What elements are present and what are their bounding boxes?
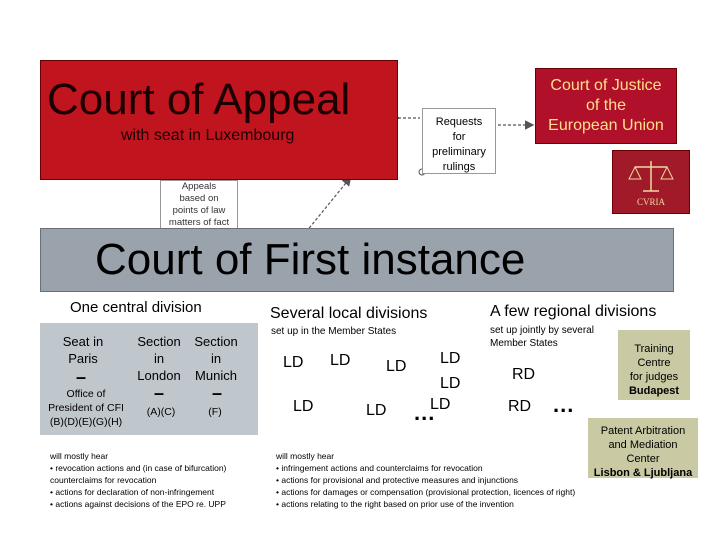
training-centre-box: Training Centre for judges Budapest — [618, 330, 690, 400]
training-line: Training — [634, 343, 674, 355]
pmc-cities: Lisbon & Ljubljana — [593, 467, 693, 479]
central-note-line: • revocation actions and (in case of bif… — [50, 463, 227, 473]
local-note-line: • infringement actions and counterclaims… — [276, 463, 483, 473]
appeals-note-line: Appeals — [181, 181, 217, 192]
office-line: Office of — [66, 388, 106, 400]
regional-divisions-subtitle: set up jointly by several Member States — [490, 324, 594, 350]
regional-divisions-ellipsis: ... — [553, 392, 575, 417]
section-line: in — [210, 351, 222, 366]
appeals-note-line: points of law — [172, 205, 226, 216]
section-munich-codes: (F) — [208, 406, 222, 418]
appeals-note-line: matters of fact — [168, 217, 230, 228]
section-london: Section in London — [132, 333, 186, 384]
training-line: Centre — [637, 357, 671, 369]
arrow-cfi-appeal — [305, 176, 352, 233]
local-division-label: LD — [430, 396, 451, 413]
dash-paris: – — [76, 367, 87, 387]
pmc-line: Patent Arbitration — [600, 425, 686, 437]
requests-line: for — [452, 131, 466, 143]
requests-line: preliminary — [432, 146, 486, 158]
mediation-center-box: Patent Arbitration and Mediation Center … — [588, 418, 698, 479]
central-division-title: One central division — [70, 299, 202, 316]
pmc-line: and Mediation — [608, 439, 678, 451]
section-line: in — [153, 351, 165, 366]
local-division-label: LD — [366, 402, 387, 419]
seat-paris: Seat in Paris — [46, 333, 120, 367]
cjeu-box: Court of Justice of the European Union — [535, 68, 677, 144]
local-note-line: • actions for provisional and protective… — [276, 475, 519, 485]
office-of-president: Office of President of CFI (B)(D)(E)(G)(… — [40, 387, 132, 429]
local-division-label: LD — [440, 350, 461, 367]
court-of-appeal-title: Court of Appeal — [47, 75, 351, 124]
scales-icon: CVRIA — [628, 161, 674, 207]
requests-note: Requests for preliminary rulings — [422, 108, 496, 174]
requests-line: Requests — [435, 116, 483, 128]
dash-london: – — [154, 383, 165, 403]
local-divisions-title: Several local divisions — [270, 305, 428, 322]
section-london-codes: (A)(C) — [146, 406, 176, 418]
regional-division-label: RD — [508, 398, 532, 415]
regional-divisions-title: A few regional divisions — [490, 303, 657, 320]
local-division-label: LD — [293, 398, 314, 415]
central-division-box: Seat in Paris Section in London Section … — [40, 323, 258, 435]
cvria-logo-text: CVRIA — [637, 197, 666, 207]
local-division-notes: will mostly hear • infringement actions … — [276, 450, 575, 510]
section-line: Munich — [195, 368, 237, 383]
pmc-line: Center — [626, 453, 660, 465]
regional-sub-line: Member States — [490, 338, 558, 349]
regional-sub-line: set up jointly by several — [490, 325, 594, 336]
seat-line: Paris — [68, 351, 98, 366]
cjeu-title-line: of the — [585, 97, 626, 114]
local-divisions-subtitle: set up in the Member States — [271, 326, 397, 337]
requests-line: rulings — [442, 161, 476, 173]
local-division-label: LD — [330, 352, 351, 369]
training-line: for judges — [629, 371, 679, 383]
appeals-note: Appeals based on points of law matters o… — [160, 180, 238, 230]
training-city: Budapest — [628, 385, 680, 397]
cjeu-title-line: Court of Justice — [550, 77, 662, 94]
local-division-label: LD — [283, 354, 304, 371]
dash-munich: – — [212, 383, 223, 403]
local-division-label: LD — [386, 358, 407, 375]
office-line: President of CFI — [48, 402, 124, 414]
central-note-line: counterclaims for revocation — [50, 475, 157, 485]
local-divisions-ellipsis: ... — [414, 400, 436, 425]
seat-line: Seat in — [62, 334, 104, 349]
central-division-notes: will mostly hear • revocation actions an… — [50, 450, 226, 510]
local-division-label: LD — [440, 375, 461, 392]
cvria-logo: CVRIA — [612, 150, 690, 214]
office-line: (B)(D)(E)(G)(H) — [49, 416, 123, 428]
section-line: London — [137, 368, 181, 383]
court-of-appeal-box: Court of Appeal with seat in Luxembourg — [40, 60, 398, 180]
section-line: Section — [194, 334, 238, 349]
section-munich: Section in Munich — [188, 333, 244, 384]
court-of-appeal-subtitle: with seat in Luxembourg — [121, 127, 295, 144]
central-note-line: • actions against decisions of the EPO r… — [50, 499, 226, 509]
regional-division-label: RD — [512, 366, 536, 383]
central-note-line: will mostly hear — [50, 451, 109, 461]
central-note-line: • actions for declaration of non-infring… — [50, 487, 215, 497]
local-note-line: • actions for damages or compensation (p… — [276, 487, 576, 497]
court-of-first-instance-title: Court of First instance — [95, 235, 526, 284]
section-line: Section — [137, 334, 181, 349]
local-note-line: will mostly hear — [276, 451, 335, 461]
local-note-line: • actions relating to the right based on… — [276, 499, 514, 509]
appeals-note-line: based on — [179, 193, 219, 204]
court-of-first-instance-box: Court of First instance — [40, 228, 674, 292]
cjeu-title-line: European Union — [548, 117, 664, 134]
